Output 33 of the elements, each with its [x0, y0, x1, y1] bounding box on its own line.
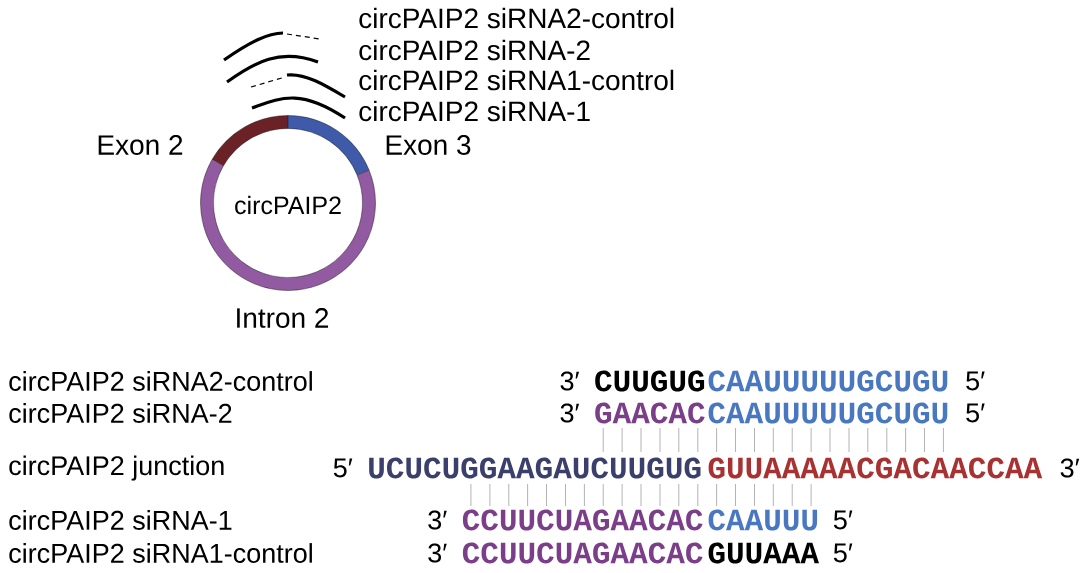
row-label: circPAIP2 siRNA2-control — [9, 371, 312, 391]
sequence: GUUAAAAACGACAACCAA — [708, 457, 1043, 479]
ring-label: circPAIP2 — [235, 195, 341, 215]
end-label: 5′ — [833, 510, 853, 530]
sequence: CAAUUU — [708, 509, 818, 531]
region-label: Intron 2 — [237, 308, 329, 328]
sequence: CAAUUUUUGCUGU — [708, 402, 948, 424]
row-label: circPAIP2 siRNA-1 — [9, 510, 232, 530]
row-label: circPAIP2 junction — [9, 455, 224, 481]
end-label: 5′ — [966, 403, 985, 423]
end-label: 5′ — [833, 543, 853, 563]
sequence: CUUGUG — [595, 370, 705, 392]
region-label: Exon 3 — [386, 135, 471, 155]
end-label: 3′ — [428, 543, 447, 563]
sequence: CCUUCUAGAACAC — [462, 509, 703, 531]
end-label: 5′ — [333, 458, 353, 478]
sequence: GUUAAA — [708, 542, 819, 564]
region-label: Exon 2 — [98, 135, 183, 155]
strand-label: circPAIP2 siRNA-2 — [359, 39, 590, 61]
end-label: 5′ — [966, 371, 985, 391]
end-label: 3′ — [428, 510, 447, 530]
sequence: CAAUUUUUGCUGU — [708, 370, 948, 392]
row-label: circPAIP2 siRNA1-control — [9, 543, 312, 563]
sequence: CCUUCUAGAACAC — [462, 542, 703, 564]
end-label: 3′ — [1060, 458, 1080, 478]
end-label: 3′ — [560, 371, 580, 391]
row-label: circPAIP2 siRNA-2 — [9, 403, 232, 423]
end-label: 3′ — [560, 403, 580, 423]
strand-label: circPAIP2 siRNA-1 — [359, 100, 590, 122]
sequence: UCUCUGGAAGAUCUUGUG — [369, 457, 701, 479]
strand-label: circPAIP2 siRNA2-control — [359, 7, 674, 29]
strand-label: circPAIP2 siRNA1-control — [359, 69, 674, 91]
sequence: GAACAC — [595, 402, 705, 424]
